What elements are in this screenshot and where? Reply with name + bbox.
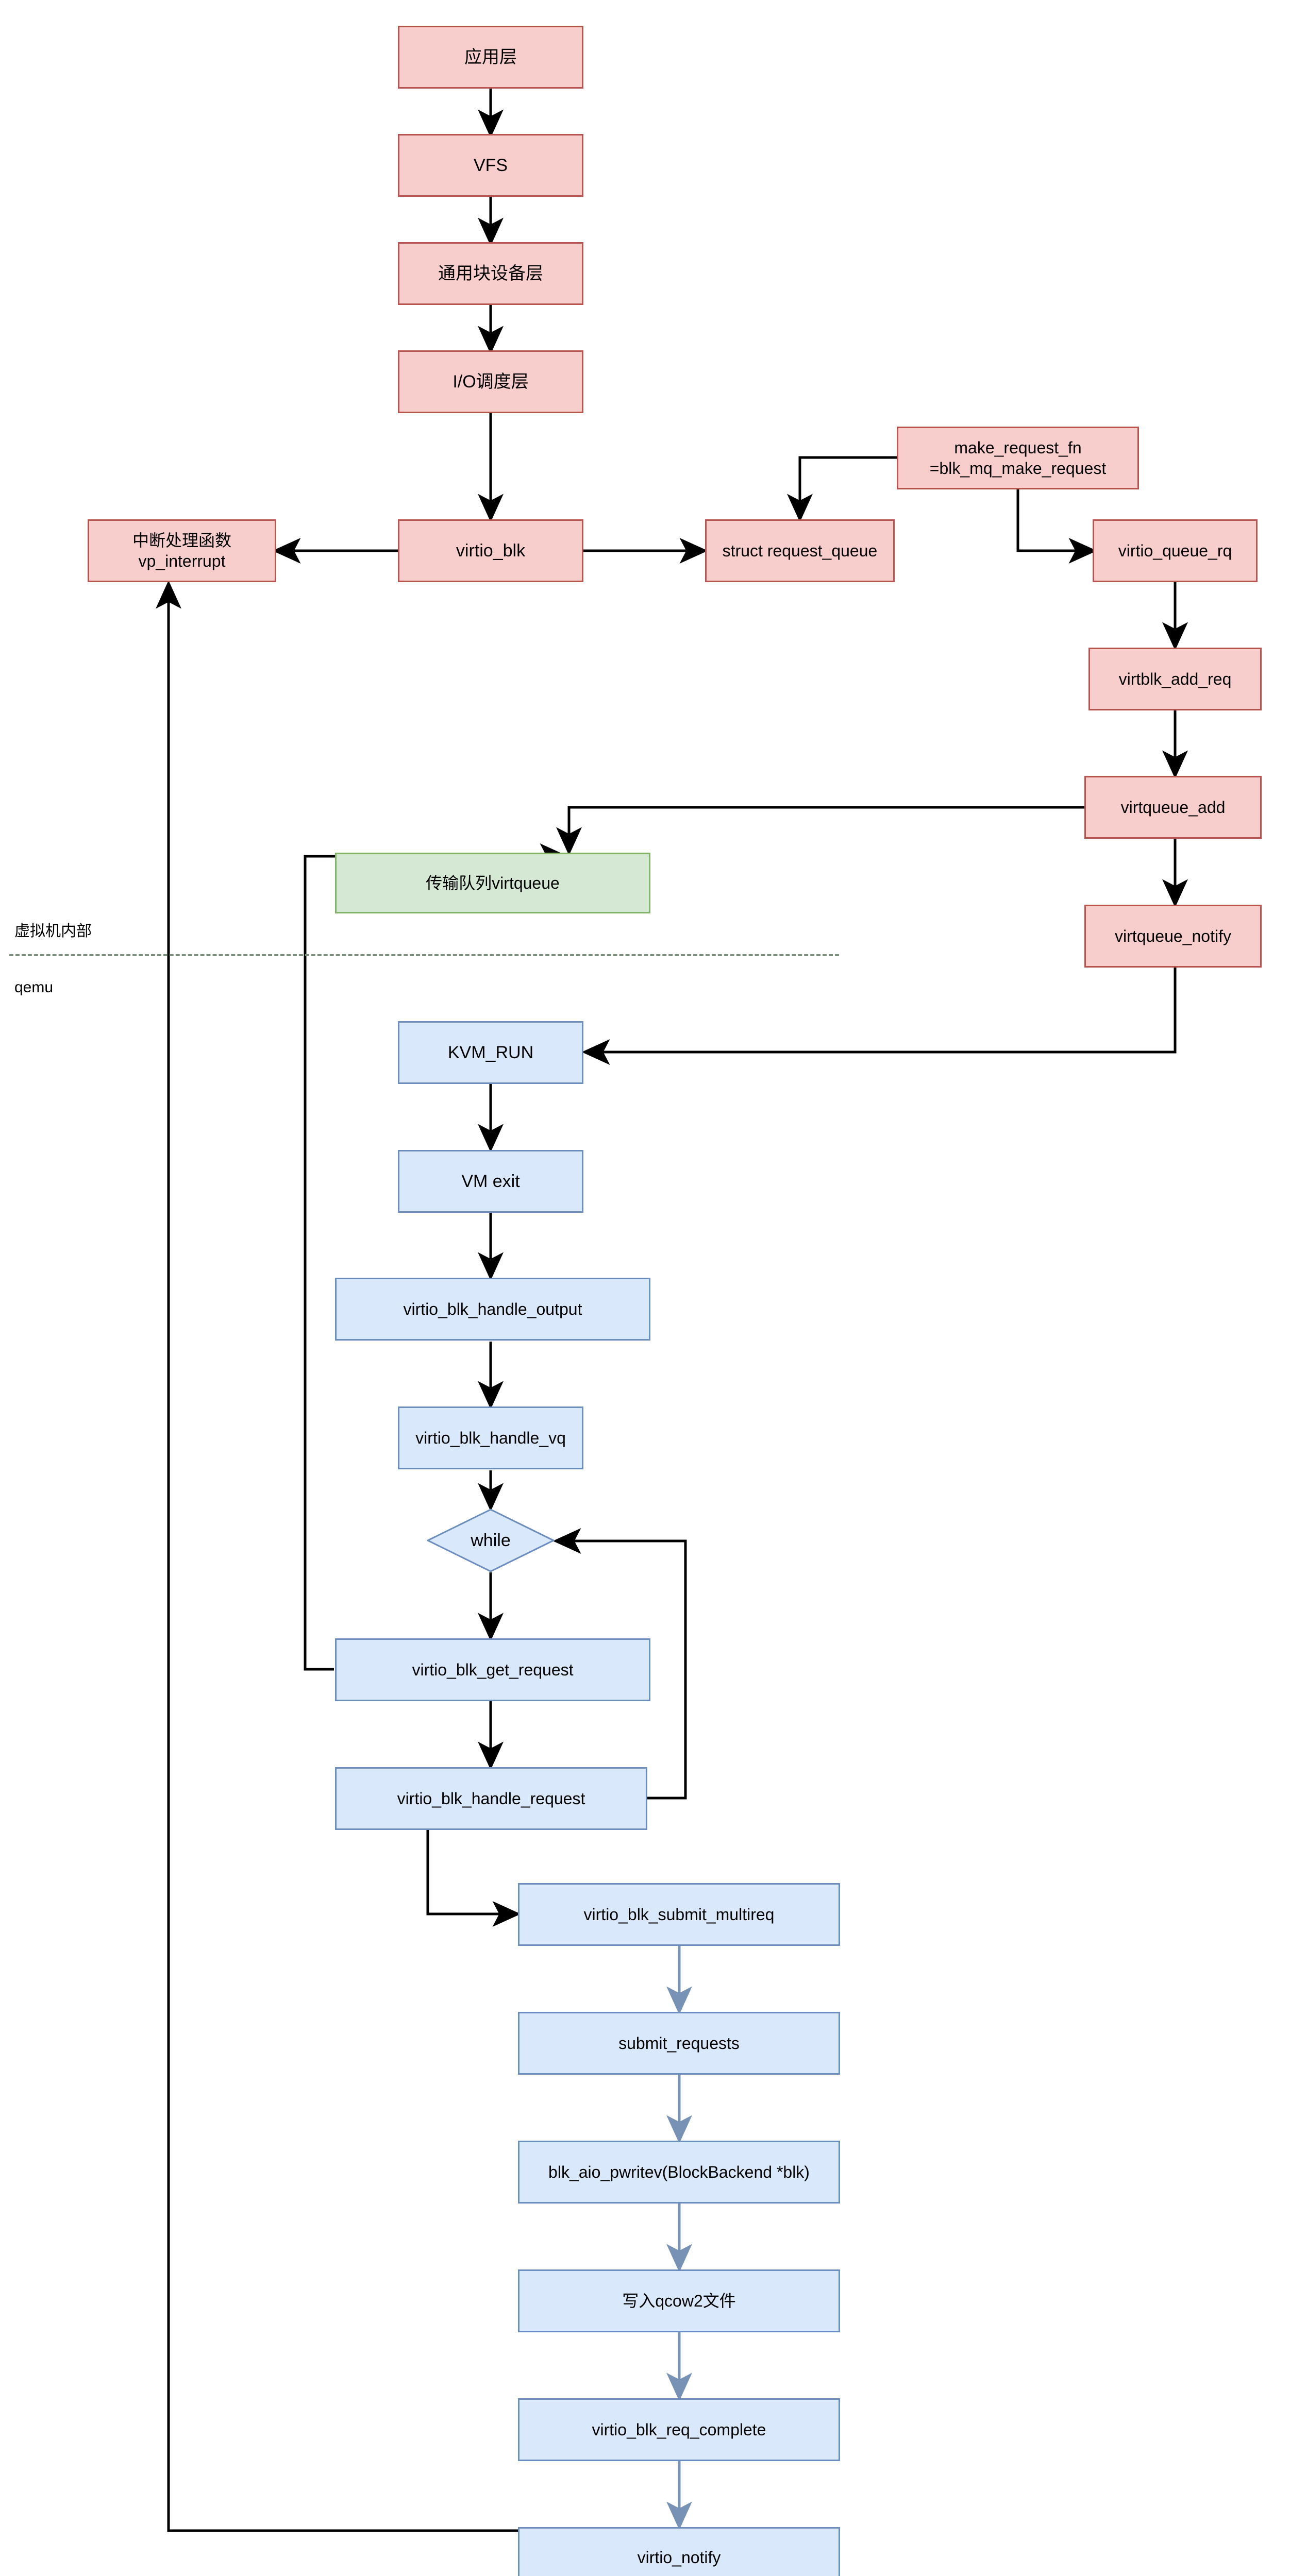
node-virtio-blk-handle-vq[interactable]: virtio_blk_handle_vq — [398, 1406, 583, 1469]
node-virtqueue-add[interactable]: virtqueue_add — [1084, 776, 1262, 839]
edge-makerequestfn-requestqueue — [787, 456, 897, 522]
node-make-request-fn[interactable]: make_request_fn =blk_mq_make_request — [897, 427, 1139, 489]
node-generic-block-layer[interactable]: 通用块设备层 — [398, 242, 583, 305]
zone-label-guest: 虚拟机内部 — [14, 923, 92, 940]
node-while-label: while — [471, 1530, 511, 1550]
edge-handlerequest-submitmultireq — [426, 1830, 521, 1927]
node-vp-interrupt[interactable]: 中断处理函数 vp_interrupt — [88, 519, 276, 582]
node-app[interactable]: 应用层 — [398, 26, 583, 89]
node-virtio-blk-get-request[interactable]: virtio_blk_get_request — [335, 1638, 650, 1701]
node-virtio-queue-rq[interactable]: virtio_queue_rq — [1093, 519, 1258, 582]
node-blk-aio-pwritev[interactable]: blk_aio_pwritev(BlockBackend *blk) — [518, 2141, 840, 2204]
node-vfs[interactable]: VFS — [398, 134, 583, 197]
edge-virtqueuenotify-kvmrun — [581, 968, 1177, 1065]
edge-makerequestfn-virtioqueuerq — [1016, 489, 1097, 564]
node-virtblk-add-req[interactable]: virtblk_add_req — [1088, 648, 1262, 710]
node-virtio-blk-handle-output[interactable]: virtio_blk_handle_output — [335, 1278, 650, 1341]
node-virtio-blk[interactable]: virtio_blk — [398, 519, 583, 582]
node-while-decision[interactable]: while — [427, 1509, 555, 1572]
guest-qemu-divider — [9, 954, 839, 956]
node-write-qcow2[interactable]: 写入qcow2文件 — [518, 2269, 840, 2332]
node-virtio-blk-handle-request[interactable]: virtio_blk_handle_request — [335, 1767, 647, 1830]
node-struct-request-queue[interactable]: struct request_queue — [705, 519, 895, 582]
node-io-scheduler-layer[interactable]: I/O调度层 — [398, 350, 583, 413]
node-virtqueue-notify[interactable]: virtqueue_notify — [1084, 905, 1262, 968]
node-virtio-blk-submit-multireq[interactable]: virtio_blk_submit_multireq — [518, 1883, 840, 1946]
edge-virtqueueadd-virtqueue — [556, 806, 1084, 856]
node-kvm-run[interactable]: KVM_RUN — [398, 1021, 583, 1084]
node-virtio-blk-req-complete[interactable]: virtio_blk_req_complete — [518, 2398, 840, 2461]
zone-label-qemu: qemu — [14, 979, 54, 996]
node-submit-requests[interactable]: submit_requests — [518, 2012, 840, 2075]
node-virtqueue[interactable]: 传输队列virtqueue — [335, 853, 650, 913]
node-vm-exit[interactable]: VM exit — [398, 1150, 583, 1213]
node-virtio-notify[interactable]: virtio_notify — [518, 2527, 840, 2576]
